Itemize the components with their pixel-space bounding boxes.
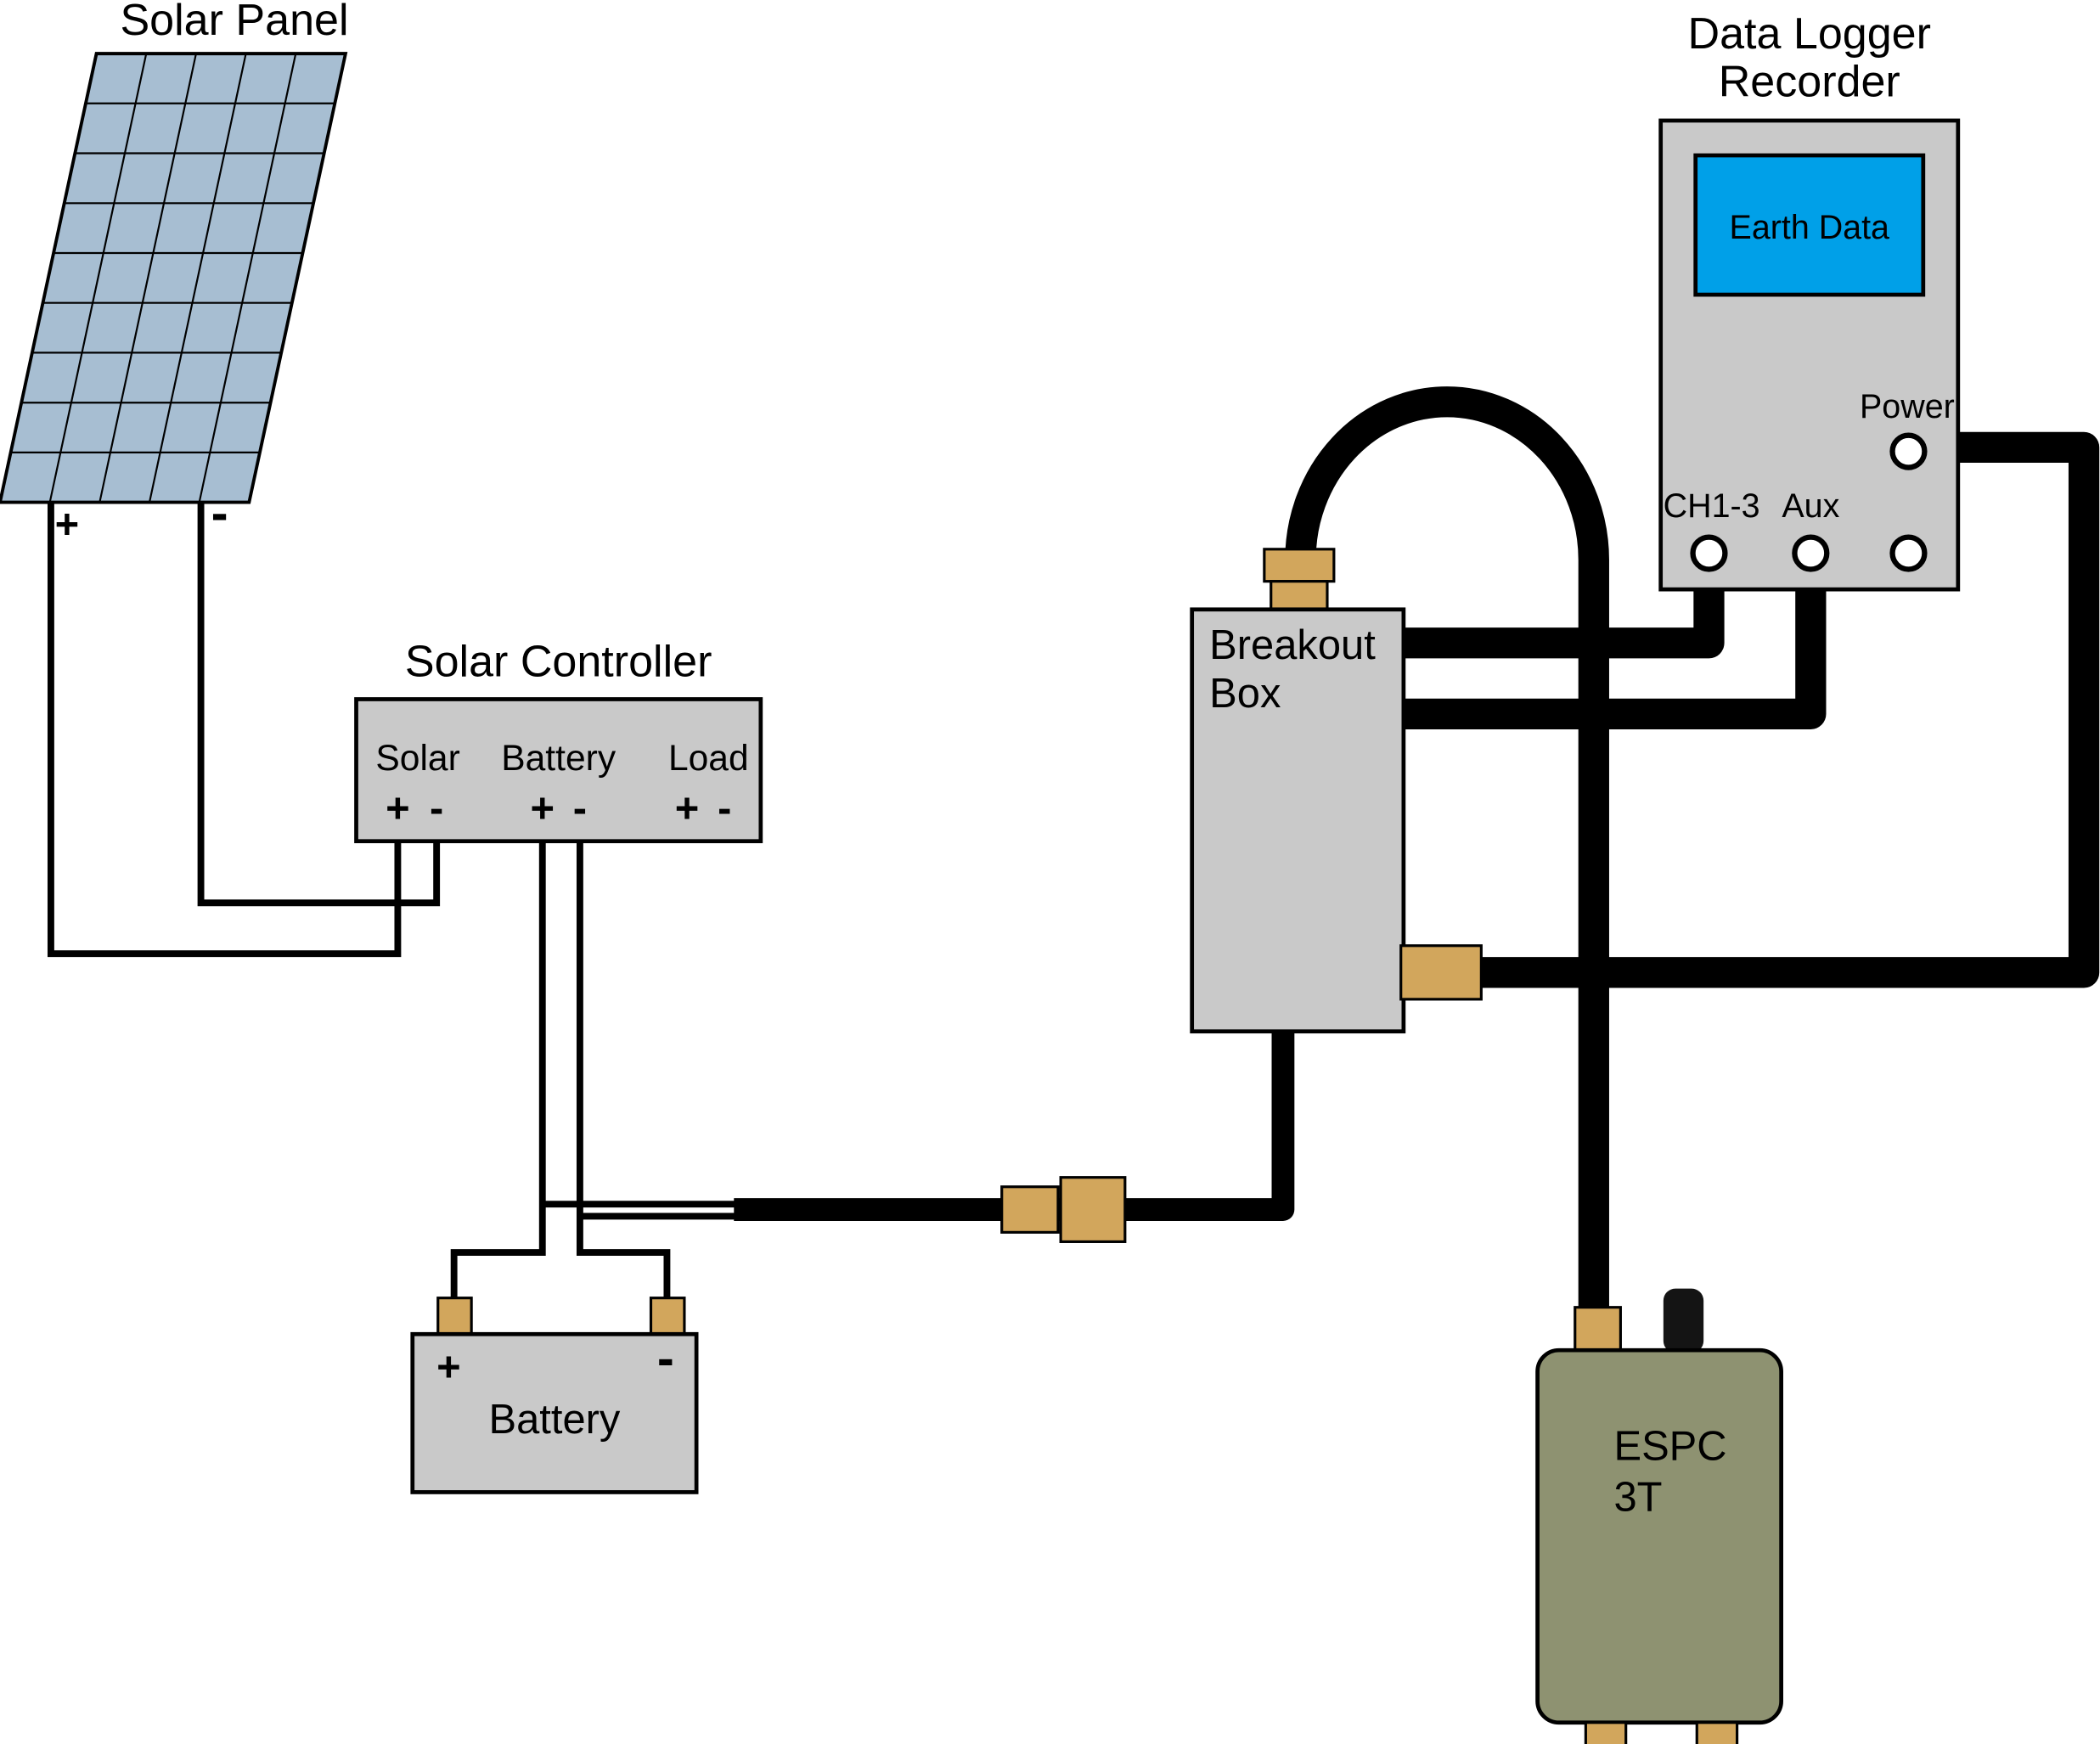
cable-controller-to-breakout [734, 1031, 1295, 1221]
controller-port-solar-label: Solar [375, 738, 459, 779]
controller-battery-plus: + [530, 786, 555, 832]
aux-port-label: Aux [1782, 487, 1839, 525]
breakout-box-body [1190, 607, 1406, 1034]
espc-top-connector [1574, 1306, 1622, 1354]
controller-load-minus: - [718, 786, 731, 832]
battery-terminal-positive [436, 1297, 473, 1340]
inline-connector-large [1059, 1176, 1127, 1243]
cable-breakout-to-espc-sensor [1285, 386, 1609, 1316]
data-logger-title-line1: Data Logger [1688, 9, 1931, 59]
breakout-label-line2: Box [1209, 671, 1281, 717]
solar-controller-body [354, 697, 763, 844]
espc-3t-sensor: ESPC 3T [1535, 1288, 1783, 1744]
battery: + - Battery [410, 1297, 699, 1494]
espc-bottom-connector-right [1695, 1721, 1739, 1744]
espc-top-cap [1663, 1288, 1704, 1353]
espc-label-line1: ESPC [1613, 1424, 1726, 1470]
thin-wires [47, 504, 740, 1302]
wire-battery-negative [576, 841, 671, 1302]
ch13-port [1690, 534, 1728, 572]
controller-solar-minus: - [430, 786, 443, 832]
data-logger-screen [1693, 153, 1926, 297]
battery-label: Battery [489, 1397, 621, 1443]
wire-panel-negative [197, 504, 441, 907]
solar-controller: Solar Controller Solar Battery Load + - … [354, 638, 763, 844]
battery-terminal-negative [649, 1297, 686, 1340]
thick-cables [734, 386, 2100, 1316]
solar-controller-title: Solar Controller [405, 638, 712, 687]
solar-panel-plus-label: + [55, 502, 80, 548]
power-port [1889, 432, 1928, 470]
breakout-top-connector-lower [1270, 580, 1329, 612]
controller-load-plus: + [675, 786, 700, 832]
battery-plus-label: + [436, 1344, 461, 1390]
data-logger-title-line2: Recorder [1719, 58, 1900, 107]
solar-panel-grid [10, 53, 335, 503]
breakout-right-connector [1399, 944, 1483, 1001]
solar-panel-body [0, 52, 348, 504]
cable-breakout-to-aux [1403, 562, 1827, 729]
inline-connector-small [1000, 1185, 1060, 1234]
breakout-label-line1: Breakout [1209, 622, 1376, 668]
aux-port [1792, 534, 1830, 572]
wire-panel-positive [47, 504, 402, 958]
breakout-top-connector-upper [1263, 548, 1336, 583]
ch13-port-label: CH1-3 [1664, 487, 1760, 525]
wire-battery-positive [450, 841, 546, 1302]
espc-body [1535, 1347, 1783, 1725]
spare-port [1889, 534, 1928, 572]
controller-solar-plus: + [386, 786, 410, 832]
inline-cable-connectors [1000, 1176, 1127, 1243]
breakout-box: Breakout Box [1190, 548, 1483, 1034]
controller-port-load-label: Load [668, 738, 749, 779]
solar-panel: Solar Panel + - [0, 0, 349, 548]
battery-minus-label: - [657, 1330, 674, 1387]
espc-bottom-connector-left [1584, 1721, 1628, 1744]
power-port-label: Power [1860, 388, 1955, 425]
data-logger-recorder: Data Logger Recorder Earth Data Power CH… [1658, 9, 1961, 592]
solar-panel-minus-label: - [211, 485, 228, 542]
data-logger-screen-text: Earth Data [1730, 209, 1889, 246]
controller-port-battery-label: Battery [501, 738, 616, 779]
controller-battery-minus: - [573, 786, 587, 832]
solar-panel-title: Solar Panel [120, 0, 348, 45]
espc-label-line2: 3T [1613, 1474, 1662, 1520]
battery-body [410, 1331, 699, 1494]
cable-breakout-to-power [1472, 431, 2100, 988]
